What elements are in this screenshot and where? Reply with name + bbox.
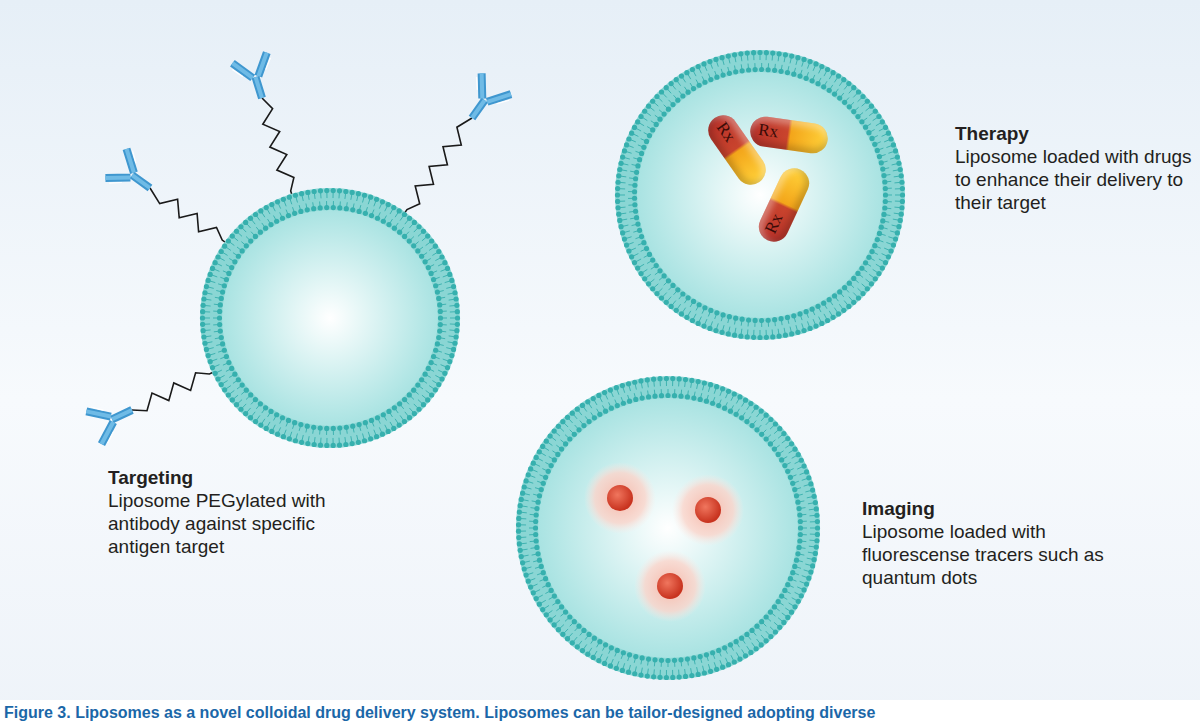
heading: Imaging	[862, 497, 1112, 520]
liposome: ImagingLiposome loaded with fluorescense…	[512, 372, 824, 684]
liposome-membrane	[611, 46, 909, 344]
body-text: Liposome PEGylated with antibody against…	[108, 489, 358, 558]
antibody	[230, 52, 281, 104]
drug-label: Rx	[712, 118, 740, 146]
antibody	[456, 72, 513, 129]
description: TherapyLiposome loaded with drugs to enh…	[955, 122, 1195, 214]
figure-caption: Figure 3. Liposomes as a novel colloidal…	[4, 703, 875, 723]
drug-label: Rx	[761, 210, 788, 236]
liposome-membrane	[196, 184, 464, 452]
description: TargetingLiposome PEGylated with antibod…	[108, 466, 358, 558]
heading: Targeting	[108, 466, 358, 489]
liposome: RxRxRxTherapyLiposome loaded with drugs …	[611, 46, 909, 344]
drug-label: Rx	[757, 120, 779, 143]
body-text: Liposome loaded with fluorescense tracer…	[862, 520, 1112, 589]
antibody	[85, 392, 140, 446]
antibody	[104, 147, 161, 204]
liposome: TargetingLiposome PEGylated with antibod…	[196, 184, 464, 452]
body-text: Liposome loaded with drugs to enhance th…	[955, 145, 1195, 214]
description: ImagingLiposome loaded with fluorescense…	[862, 497, 1112, 589]
heading: Therapy	[955, 122, 1195, 145]
liposome-membrane	[512, 372, 824, 684]
